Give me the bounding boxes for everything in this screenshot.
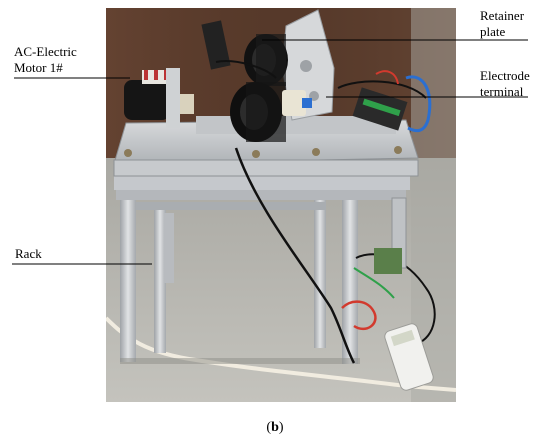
rack-structure <box>114 176 410 364</box>
retainer-label-line1: Retainer <box>480 8 525 23</box>
electrode-label-line2: terminal <box>480 84 524 99</box>
remote-controller <box>384 323 434 391</box>
electrode-label: Electrode terminal <box>480 68 530 100</box>
motor-label-line1: AC-Electric <box>14 44 77 59</box>
electrode-label-line1: Electrode <box>480 68 530 83</box>
cables <box>215 60 436 364</box>
caption-open: ( <box>266 420 272 435</box>
figure-caption: (b) <box>0 420 550 436</box>
motor-label-line2: Motor 1# <box>14 60 63 75</box>
retainer-label-line2: plate <box>480 24 506 39</box>
ac-electric-motor <box>124 68 194 128</box>
electrode-terminal <box>352 87 408 131</box>
roller-motors <box>230 34 312 142</box>
caption-letter: b <box>271 420 279 435</box>
retainer-label: Retainer plate <box>480 8 524 40</box>
rack-label: Rack <box>15 246 42 261</box>
caption-close: ) <box>278 420 284 435</box>
motor-label: AC-Electric Motor 1# <box>14 44 77 76</box>
apparatus-photo <box>106 8 456 402</box>
